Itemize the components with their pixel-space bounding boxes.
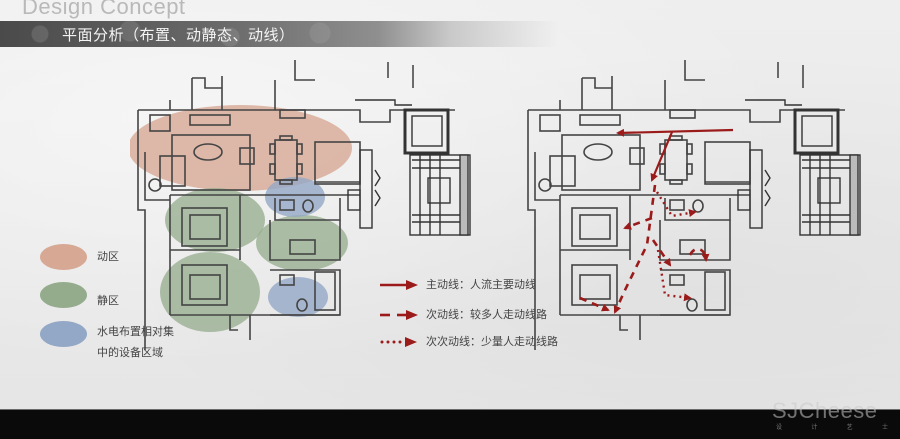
secondary-flow-line (688, 247, 710, 262)
secondary-flow-label: 次动线：较多人走动线路 (426, 308, 547, 321)
circulation-floor-plan (527, 60, 861, 350)
secondary-flow-line (579, 296, 610, 312)
secondary-flow-line (613, 184, 657, 314)
equipment-zone-bath2 (268, 277, 328, 317)
title-band (0, 21, 900, 47)
dashed-arrow-icon (380, 310, 418, 320)
solid-arrow-icon (380, 280, 418, 290)
zoning-floor-plan (130, 60, 471, 350)
equipment-zone-label-line1: 水电布置相对集 (97, 325, 174, 338)
brand-tagline-char: 士 (881, 424, 888, 431)
static-zone-swatch (40, 282, 87, 308)
brand-tagline-char: 艺 (846, 424, 853, 431)
tertiary-flow-label: 次次动线：少量人走动线路 (426, 335, 558, 348)
secondary-flow-line (623, 216, 653, 230)
legend-dynamic-zone: 动区 (40, 244, 119, 270)
static-zone-study (256, 215, 348, 271)
dotted-arrow-icon (380, 337, 417, 347)
legend-tertiary-flow: 次次动线：少量人走动线路 (378, 333, 578, 351)
legend-secondary-flow: 次动线：较多人走动线路 (378, 306, 578, 324)
static-zone-master-bedroom (165, 188, 265, 252)
legend-equipment-zone: 水电布置相对集 中的设备区域 (40, 321, 174, 359)
legend-static-zone: 静区 (40, 282, 119, 308)
equipment-zone-swatch (40, 321, 87, 347)
main-flow-line (650, 131, 674, 182)
equipment-zone-label-line2: 中的设备区域 (97, 346, 163, 359)
main-flow-label: 主动线：人流主要动线 (426, 278, 536, 291)
tertiary-flow-line (656, 249, 692, 302)
main-flow-line (616, 128, 734, 137)
brand-watermark: SJCheese (772, 398, 878, 423)
legend-main-flow: 主动线：人流主要动线 (378, 276, 578, 294)
slide-subtitle: 平面分析（布置、动静态、动线） (62, 26, 295, 44)
footer-bar (0, 409, 900, 439)
brand-tagline-char: 计 (811, 424, 818, 431)
equipment-zone-bath1 (265, 177, 325, 217)
dynamic-zone-label: 动区 (97, 250, 119, 263)
secondary-flow-line (651, 239, 672, 267)
static-zone-second-bedroom (160, 252, 260, 332)
tertiary-flow-line (655, 191, 697, 218)
static-zone-label: 静区 (97, 294, 119, 307)
dynamic-zone-swatch (40, 244, 87, 270)
brand-tagline-char: 设 (776, 424, 783, 431)
brand-tagline: 设 计 艺 士 (776, 422, 888, 431)
section-title: Design Concept (22, 0, 186, 19)
